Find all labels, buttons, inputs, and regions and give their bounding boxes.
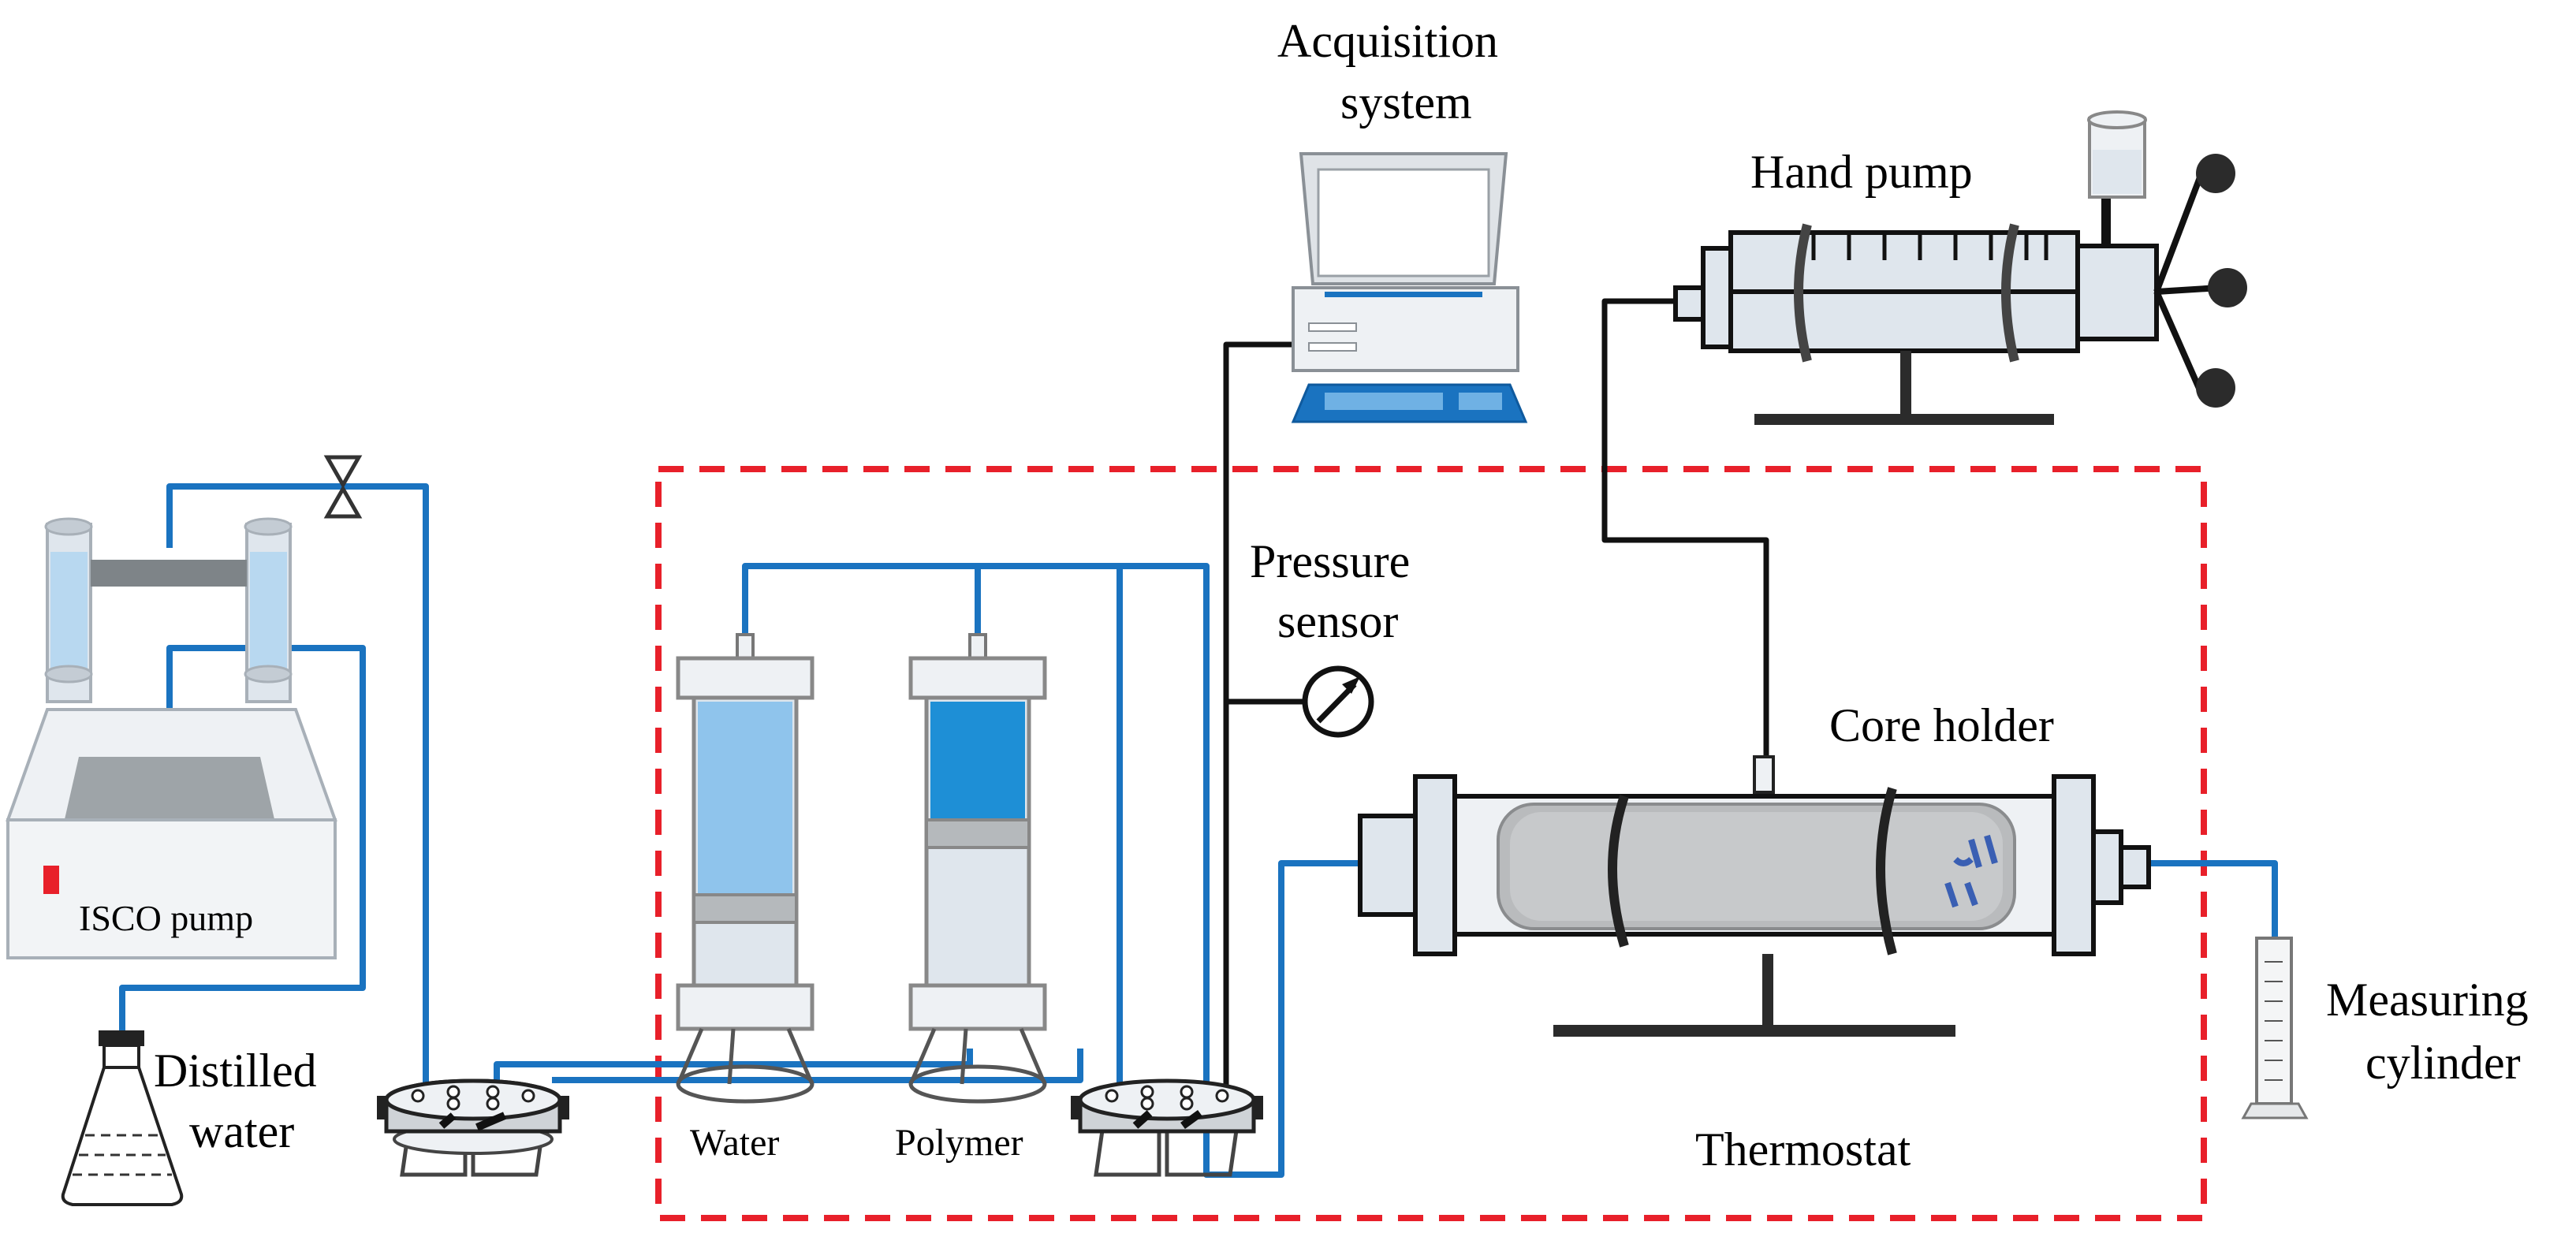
hand-pump [1673,110,2247,425]
core-holder-label: Core holder [1829,699,2054,751]
valve-icon [323,455,363,519]
pressure-sensor-label-line1: Pressure [1250,535,1410,587]
hand-pump-label: Hand pump [1750,146,1973,198]
water-label: Water [690,1122,779,1164]
distilled-water-flask [61,1030,184,1206]
acquisition-system-label-line1: Acquisition [1277,15,1498,67]
isco-pump [6,517,337,959]
distilled-water-label-line2: water [189,1105,294,1157]
six-way-valve-icon [1071,1078,1263,1177]
isco-pump-label: ISCO pump [79,898,253,938]
measuring-cylinder-label-line2: cylinder [2365,1037,2521,1089]
measuring-cylinder-label-line1: Measuring [2326,974,2529,1026]
core-sample-marking [1944,834,1998,908]
pressure-sensor-label-line2: sensor [1277,595,1398,647]
acquisition-system-label-line2: system [1340,76,1472,129]
distilled-water-label-line1: Distilled [154,1045,317,1097]
polymer-cylinder [908,633,1047,1104]
thermostat-label: Thermostat [1695,1123,1911,1175]
gauge-icon [1302,665,1374,738]
core-holder [1358,755,2151,1037]
acquisition-computer [1291,152,1528,423]
polymer-label: Polymer [895,1122,1023,1164]
six-way-valve-icon [377,1078,569,1177]
water-cylinder [676,633,815,1104]
isco-indicator-light [43,866,59,894]
signal-lines [1223,298,1769,1092]
measuring-cylinder [2241,937,2309,1119]
